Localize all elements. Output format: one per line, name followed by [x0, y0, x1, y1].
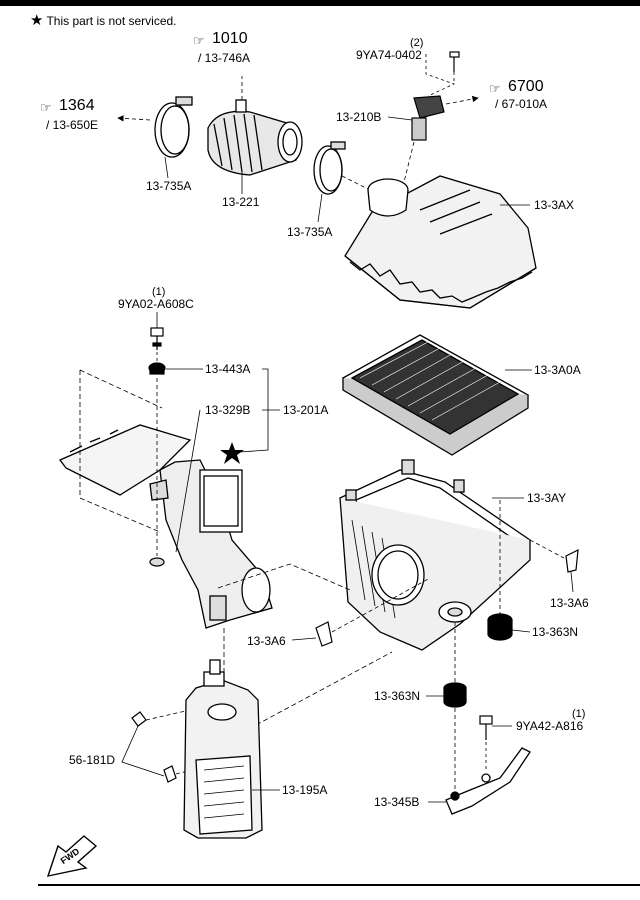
intake-hose-13-221 — [207, 99, 303, 176]
label-13-735A-left: 13-735A — [146, 179, 192, 193]
label-13-201A: 13-201A — [283, 403, 329, 417]
qty-9YA02: (1) — [152, 286, 166, 298]
note-text: This part is not serviced. — [46, 14, 177, 28]
hand-pointer-icon: ☞ — [193, 33, 205, 48]
label-13-195A: 13-195A — [282, 783, 328, 797]
bracket-13-345B — [445, 747, 531, 815]
label-13-735A-right: 13-735A — [287, 225, 333, 239]
label-9YA02-A608C: 9YA02-A608C — [118, 297, 194, 311]
qty-9YA42: (1) — [572, 708, 586, 720]
clip-13-3A6-left — [315, 621, 333, 647]
label-13-363N-left: 13-363N — [374, 689, 421, 703]
alignment-line-sensor — [425, 54, 456, 97]
label-9YA74-0402: 9YA74-0402 — [356, 48, 422, 62]
label-13-221: 13-221 — [222, 195, 260, 209]
fwd-arrow-icon — [46, 835, 98, 877]
label-13-329B: 13-329B — [205, 403, 251, 417]
ref-6700-num: 6700 — [508, 78, 544, 95]
leader-13-210B — [387, 116, 413, 121]
clip-13-3A6-right — [565, 548, 579, 573]
mount-13-363N-right — [487, 613, 513, 641]
label-13-443A: 13-443A — [205, 362, 251, 376]
grommet-13-329B — [149, 557, 165, 567]
insulator-13-443A — [148, 362, 166, 375]
alignment-line-clip-upper — [145, 709, 191, 721]
alignment-line-sensor-cover — [403, 141, 415, 183]
label-13-363N-right: 13-363N — [532, 625, 579, 639]
star-icon: ★ — [30, 12, 44, 29]
clamp-13-735A-left — [154, 96, 193, 158]
bolt-9YA74-0402 — [449, 51, 460, 72]
mount-13-363N-left — [443, 682, 467, 708]
label-13-345B: 13-345B — [374, 795, 420, 809]
air-cleaner-case-13-3AY — [339, 459, 532, 651]
label-13-3A6-left: 13-3A6 — [247, 634, 286, 648]
resonator-13-195A — [183, 659, 263, 839]
alignment-line-clip-right — [529, 539, 565, 559]
clip-56-181D — [131, 711, 177, 783]
star-icon — [220, 442, 244, 464]
bottom-rule — [38, 884, 640, 886]
leader-13-735A-right — [317, 193, 323, 223]
ref-1010-sub: / 13-746A — [198, 51, 251, 65]
bracket-13-201A — [239, 368, 269, 453]
ref-1364-sub: / 13-650E — [46, 118, 99, 132]
bolt-9YA02-A608C — [150, 327, 164, 350]
ref-1364-num: 1364 — [59, 97, 95, 114]
leader-13-363N-right — [511, 629, 531, 633]
leader-13-3A6-right — [570, 571, 574, 593]
top-rule — [0, 0, 640, 6]
air-cleaner-cover-13-3AX — [344, 175, 537, 309]
not-serviced-note: ★This part is not serviced. — [30, 11, 177, 29]
label-13-3A6-right: 13-3A6 — [550, 596, 589, 610]
label-56-181D: 56-181D — [69, 753, 116, 767]
label-9YA42-A816: 9YA42-A816 — [516, 719, 584, 733]
air-filter-13-3A0A — [341, 334, 530, 456]
hand-pointer-icon: ☞ — [489, 81, 501, 96]
label-13-3AY: 13-3AY — [527, 491, 567, 505]
ref-1010-num: 1010 — [212, 30, 248, 47]
duct-assembly-13-201A — [58, 424, 273, 629]
leader-1364 — [117, 115, 151, 122]
alignment-line-case-resonator — [227, 651, 393, 741]
bolt-9YA42-A816 — [479, 715, 493, 740]
alignment-line-clip-left — [331, 577, 431, 633]
leader-13-329B — [175, 409, 201, 553]
label-13-3AX: 13-3AX — [534, 198, 575, 212]
label-13-3A0A: 13-3A0A — [534, 363, 581, 377]
leader-13-3A6-left — [291, 637, 317, 641]
alignment-lines-duct — [79, 369, 163, 533]
label-13-210B: 13-210B — [336, 110, 382, 124]
airflow-sensor-13-210B — [411, 95, 445, 141]
leader-6700 — [445, 95, 479, 105]
leader-13-735A-left — [164, 156, 169, 179]
hand-pointer-icon: ☞ — [40, 100, 52, 115]
clamp-13-735A-right — [313, 141, 346, 195]
ref-6700-sub: / 67-010A — [495, 97, 548, 111]
leader-56-181D — [121, 725, 165, 777]
qty-9YA74: (2) — [410, 37, 424, 49]
